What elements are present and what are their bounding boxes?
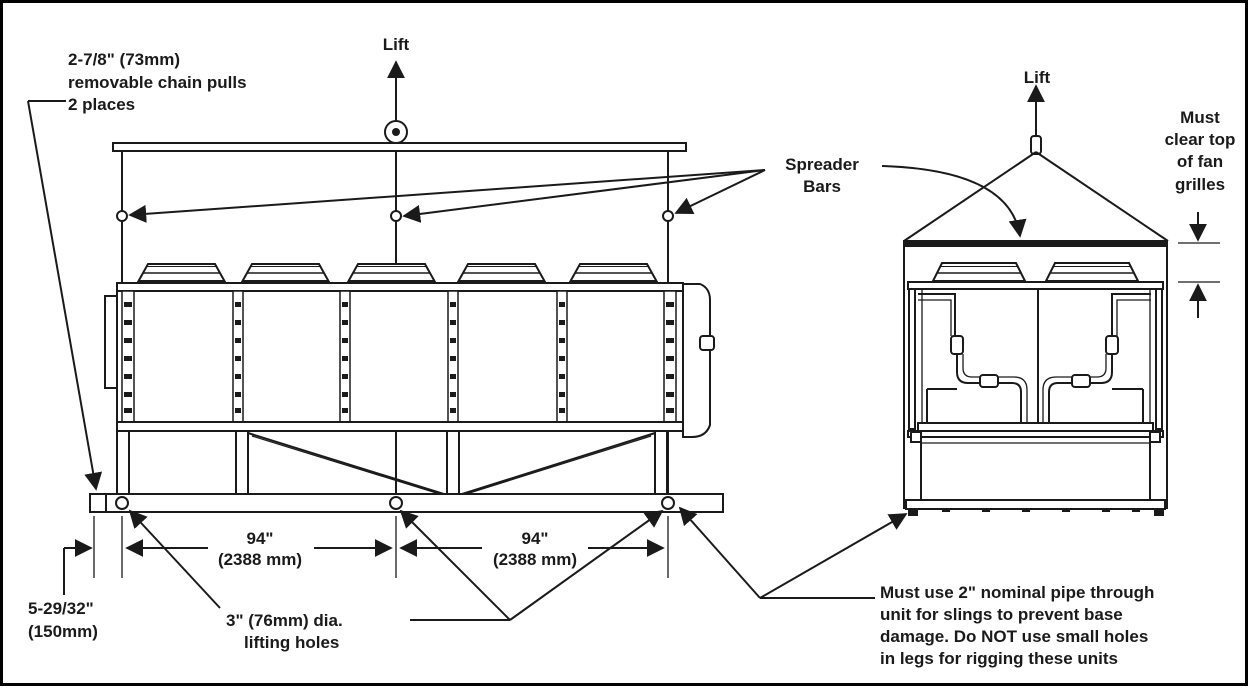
spreader-bars-line-1: Spreader [785,155,859,174]
spreader-bar-right [662,210,674,222]
legs [116,430,668,496]
chain-pulls-line-2: removable chain pulls [68,73,247,92]
dimension-lines [63,516,669,595]
lift-label-main: Lift [383,35,410,54]
must-clear-line-4: grilles [1175,175,1225,194]
lifting-hole-center [389,496,403,510]
lifting-holes-line-1: 3" (76mm) dia. [226,611,343,630]
end-unit-view [903,84,1169,516]
lifting-hole-left [115,496,129,510]
control-box [682,283,711,438]
dim-right-mm: (2388 mm) [493,550,577,569]
offset-inches: 5-29/32" [28,599,94,618]
clearance-dimension [1178,212,1220,318]
dim-left-inches: 94" [247,529,274,548]
must-clear-line-1: Must [1180,108,1220,127]
lifting-holes-line-2: lifting holes [244,633,339,652]
chain-pulls-line-3: 2 places [68,95,135,114]
dim-right-inches: 94" [522,529,549,548]
offset-mm: (150mm) [28,622,98,641]
cabinet-top-rail [116,282,684,292]
pipe-note-line-3: damage. Do NOT use small holes [880,627,1148,646]
must-clear-line-2: clear top [1165,130,1236,149]
leader-lines [27,100,1027,621]
cabinet-body [116,290,684,423]
spreader-beam [112,142,687,152]
chain-pulls-line-1: 2-7/8" (73mm) [68,50,180,69]
fan-grilles [136,263,659,283]
side-spreader-bar [903,240,1168,246]
pipe-note-line-1: Must use 2" nominal pipe through [880,583,1154,602]
must-clear-line-3: of fan [1177,152,1223,171]
lifting-hole-right [661,496,675,510]
lift-label-side: Lift [1024,68,1051,87]
pipe-note-line-4: in legs for rigging these units [880,649,1118,668]
spreader-bars-line-2: Bars [803,177,841,196]
spreader-bar-left [116,210,128,222]
base-rail [89,493,724,513]
spreader-bar-center [390,210,402,222]
main-unit-side-view [89,60,724,513]
pipe-note-line-2: unit for slings to prevent base [880,605,1123,624]
labels: Lift Lift 2-7/8" (73mm) removable chain … [28,35,1235,668]
dim-left-mm: (2388 mm) [218,550,302,569]
